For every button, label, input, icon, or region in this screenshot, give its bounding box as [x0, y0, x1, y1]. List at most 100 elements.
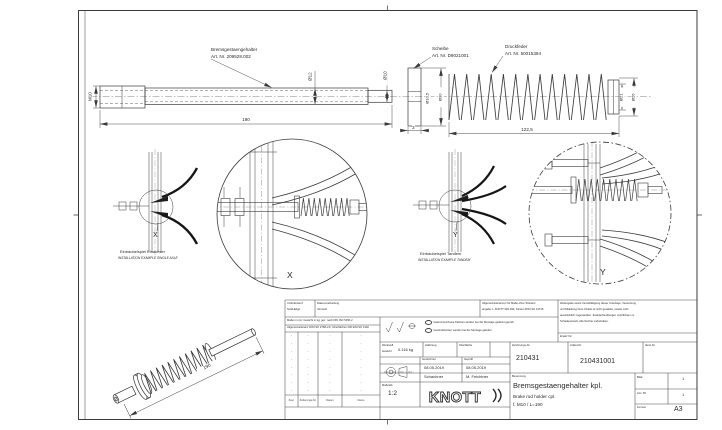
tb-scale-label: Maßstab: [382, 383, 393, 387]
title-block-grid: [284, 299, 697, 420]
revision-cell: -: [307, 333, 309, 337]
revision-row: ----: [285, 387, 380, 395]
revision-cell: -: [307, 348, 309, 353]
tb-assembly-note1: Gekennzeichnete Flächen werden bei der M…: [425, 320, 514, 325]
tb-copyright-line4: Schadenersatz. Alle Rechte vorbehalten.: [560, 320, 609, 323]
tb-note-row1: Maße in mm; Gewicht in kg; gez. nach DIN…: [287, 318, 353, 322]
spring-drawing: [448, 73, 620, 121]
revision-cell: -: [360, 340, 362, 345]
revision-row: ----: [285, 332, 380, 340]
revision-cell: -: [290, 380, 293, 385]
tb-replacement: Ersatz für:: [560, 335, 573, 338]
tb-tolerance-line2: angabe n. KNOTT WN-034; Kanten DIN ISO 1…: [482, 308, 544, 311]
spring-callout-name: Druckfeder: [505, 44, 528, 49]
dim-rod-dia: Ø12: [307, 66, 313, 87]
revision-cell: -: [307, 380, 309, 385]
rod-callout-name: Bremsgestaengehalter: [211, 47, 258, 52]
revision-cell: -: [329, 364, 331, 369]
tb-checked-name: M. Feichtner: [466, 373, 489, 379]
revision-cell: -: [290, 372, 293, 377]
revision-cell: -: [360, 372, 362, 377]
install-example-tandem: [413, 149, 507, 255]
tb-sheet-value: 1: [682, 376, 685, 381]
tb-weight-label: Gewicht: [382, 350, 392, 353]
washer-drawing: [407, 67, 422, 127]
tb-data-line2: Vermerk: [317, 308, 328, 311]
detail-ref-y: Y: [453, 232, 458, 239]
detail-label-x: X: [287, 270, 293, 280]
knott-logo: KNOTT: [428, 388, 502, 406]
revision-cell: -: [360, 356, 362, 361]
tb-semi-label: Halbzeug: [425, 343, 437, 347]
tb-article-no: 210431001: [580, 358, 616, 365]
revision-row: ----: [285, 379, 380, 387]
detail-label-y: Y: [600, 267, 606, 277]
tb-drawing-no: 210431: [516, 355, 540, 362]
revision-cell: -: [290, 356, 293, 361]
install-example-single-axle: [113, 149, 199, 255]
revision-cell: -: [290, 333, 293, 337]
dim-washer-id: Ø10,5: [425, 86, 431, 111]
revision-cell: -: [307, 364, 309, 369]
surface-symbols: [385, 321, 416, 333]
tb-format-label: Format: [637, 405, 646, 409]
revision-cell: -: [360, 388, 362, 393]
tb-scale-value: 1:2: [388, 390, 398, 397]
revision-cell: -: [360, 348, 362, 353]
tb-data-line1: Datenverarbeitung: [317, 302, 340, 305]
detail-ref-x: X: [153, 232, 158, 239]
revision-cell: -: [307, 356, 309, 361]
spring-callout-art: Art. Nr. 50015394: [505, 50, 542, 56]
knott-logo-text: KNOTT: [429, 390, 481, 406]
tb-assembly-note2: Gewindebolzen werden bei der Montage gef…: [425, 328, 491, 333]
tb-title-spec: f. M10 / L=190: [513, 401, 543, 407]
tb-sheets-value: 1: [682, 391, 685, 397]
revision-row: ----: [285, 348, 380, 356]
tandem-label-en: INSTALLATION EXAMPLE TANDEM: [418, 257, 471, 262]
tb-cad-line1: CAD-Entwurf: [287, 302, 303, 305]
tb-drawn-name: Schachner: [424, 373, 444, 379]
revision-rows: --------------------------------: [285, 332, 380, 395]
detail-view-y: [528, 141, 672, 285]
tb-checked-label: Geprüft: [464, 358, 473, 361]
tb-surface-label: Oberfläche: [459, 343, 473, 347]
tandem-label-de: Einbaubeispiel Tandem: [420, 251, 462, 256]
tb-sheet-label: Blatt: [637, 376, 643, 379]
tb-drawing-no-label: Zeichnungs-Nr.: [512, 343, 531, 347]
revision-cell: -: [290, 388, 293, 393]
tb-title-de: Bremsgestaengehalter kpl.: [513, 381, 603, 390]
tb-copyright-line2: und Mitteilung ihres Inhalts ist nicht g…: [560, 308, 629, 311]
dim-spring-id: Ø21: [619, 86, 625, 107]
revision-cell: -: [290, 340, 293, 345]
revision-cell: -: [329, 356, 331, 361]
revision-cell: -: [307, 340, 309, 345]
revision-row: ----: [285, 371, 380, 379]
revision-header-cell: Änderungs-Nr.: [299, 399, 317, 402]
tb-checked-date: 08.05.2019: [466, 364, 487, 370]
revision-cell: -: [360, 364, 362, 369]
revision-cell: -: [360, 333, 362, 337]
revision-cell: -: [360, 380, 362, 385]
revision-cell: -: [307, 388, 309, 393]
washer-callout-name: Scheibe: [432, 46, 449, 51]
dim-spring-length: 122,5: [512, 126, 542, 132]
revision-cell: -: [329, 372, 331, 377]
tb-weight-value: 0.116 kg: [398, 347, 414, 352]
tb-tolerance-line1: Allgemeintoleranzen für Maße ohne Tolera…: [482, 302, 537, 305]
dim-rod-length: 190: [231, 116, 261, 122]
detail-view-x: [216, 138, 368, 290]
revision-cell: -: [307, 372, 309, 377]
tb-ident-label: Ident-Nr.: [645, 343, 656, 347]
dim-thread: M10: [87, 86, 93, 107]
revision-cell: -: [329, 380, 331, 385]
tb-copyright-line1: Weitergabe sowie Vervielfältigung dieser…: [560, 302, 636, 305]
revision-cell: -: [329, 340, 331, 345]
tb-cad-line2: Solid-Edge: [287, 308, 301, 311]
revision-cell: -: [329, 388, 331, 393]
revision-cell: -: [329, 333, 331, 337]
revision-cell: -: [329, 348, 331, 353]
rod-callout-art: Art. Nr. 209528.002: [211, 53, 251, 59]
dim-tip-dia: Ø10: [382, 65, 388, 86]
